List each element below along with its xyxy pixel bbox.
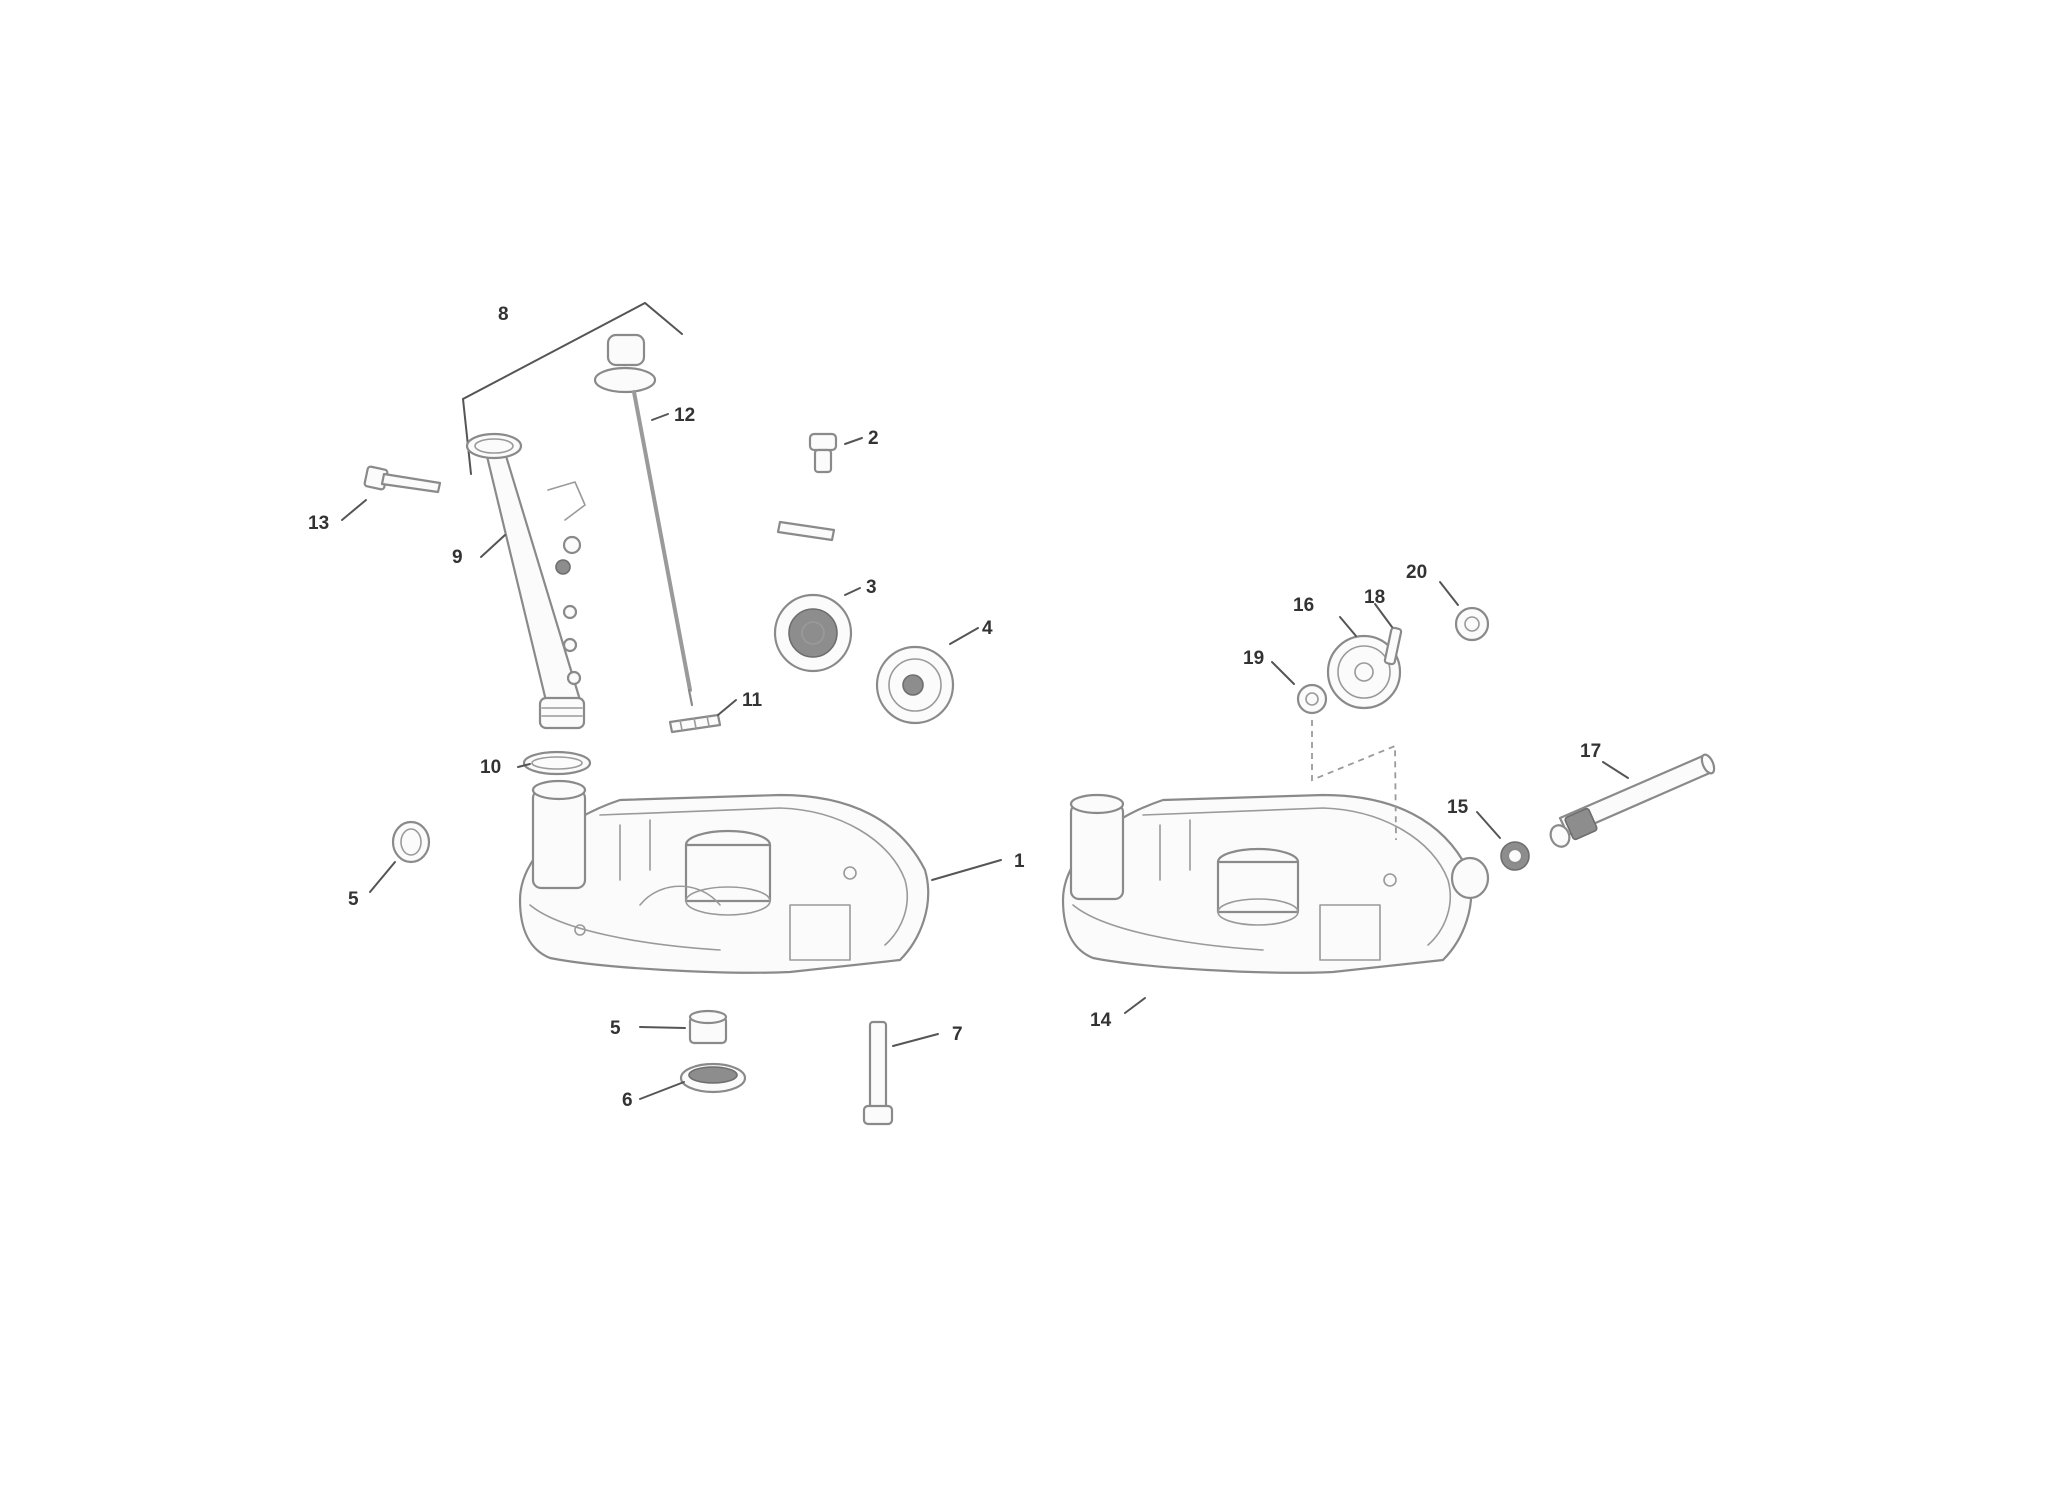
part-6-seal-ring — [679, 1062, 747, 1094]
callout-12: 12 — [674, 405, 695, 426]
part-3-gear — [773, 593, 853, 673]
callout-6: 6 — [622, 1090, 633, 1111]
callout-5-upper: 5 — [348, 889, 359, 910]
part-7-long-bolt — [862, 1020, 894, 1126]
part-14-crankcase-cover — [1061, 793, 1490, 974]
part-18-pin — [1383, 626, 1403, 666]
callout-15: 15 — [1447, 797, 1469, 818]
part-16-gear — [1326, 634, 1402, 710]
part-17-shaft — [1549, 753, 1716, 848]
callout-18: 18 — [1364, 587, 1385, 608]
callout-11: 11 — [742, 690, 763, 711]
part-11-spring — [668, 713, 722, 734]
part-1-crankcase-cover — [518, 779, 930, 974]
part-10-o-ring — [522, 750, 592, 776]
callout-16: 16 — [1293, 595, 1314, 616]
callout-labels: 1 2 3 4 5 5 6 7 8 9 10 11 12 13 14 15 16… — [308, 304, 1601, 1111]
part-5-bushing-lower — [688, 1009, 728, 1045]
callout-1: 1 — [1014, 851, 1025, 872]
callout-9: 9 — [452, 547, 463, 568]
callout-5-lower: 5 — [610, 1018, 621, 1039]
callout-20: 20 — [1406, 562, 1427, 583]
callout-8: 8 — [498, 304, 509, 325]
callout-7: 7 — [952, 1024, 963, 1045]
part-8-kit-bracket — [461, 301, 683, 475]
part-9-oil-fill-tube — [465, 432, 586, 730]
part-19-washer — [1296, 683, 1328, 715]
callout-14: 14 — [1090, 1010, 1112, 1031]
callout-4: 4 — [982, 618, 993, 639]
assembly-dashed-lines — [1311, 720, 1397, 841]
leader-lines — [341, 413, 1629, 1100]
part-4-gear — [875, 645, 955, 725]
callout-13: 13 — [308, 513, 329, 534]
part-5-seal-upper — [391, 820, 431, 864]
callout-3: 3 — [866, 577, 877, 598]
part-13-bolt — [363, 465, 442, 494]
callout-19: 19 — [1243, 648, 1264, 669]
part-20-washer — [1454, 606, 1490, 642]
callout-10: 10 — [480, 757, 501, 778]
part-2-small-bolt — [808, 432, 838, 474]
part-pin — [776, 520, 836, 542]
part-12-dipstick — [593, 333, 694, 707]
callout-2: 2 — [868, 428, 879, 449]
part-15-seal — [1500, 841, 1530, 871]
callout-17: 17 — [1580, 741, 1601, 762]
